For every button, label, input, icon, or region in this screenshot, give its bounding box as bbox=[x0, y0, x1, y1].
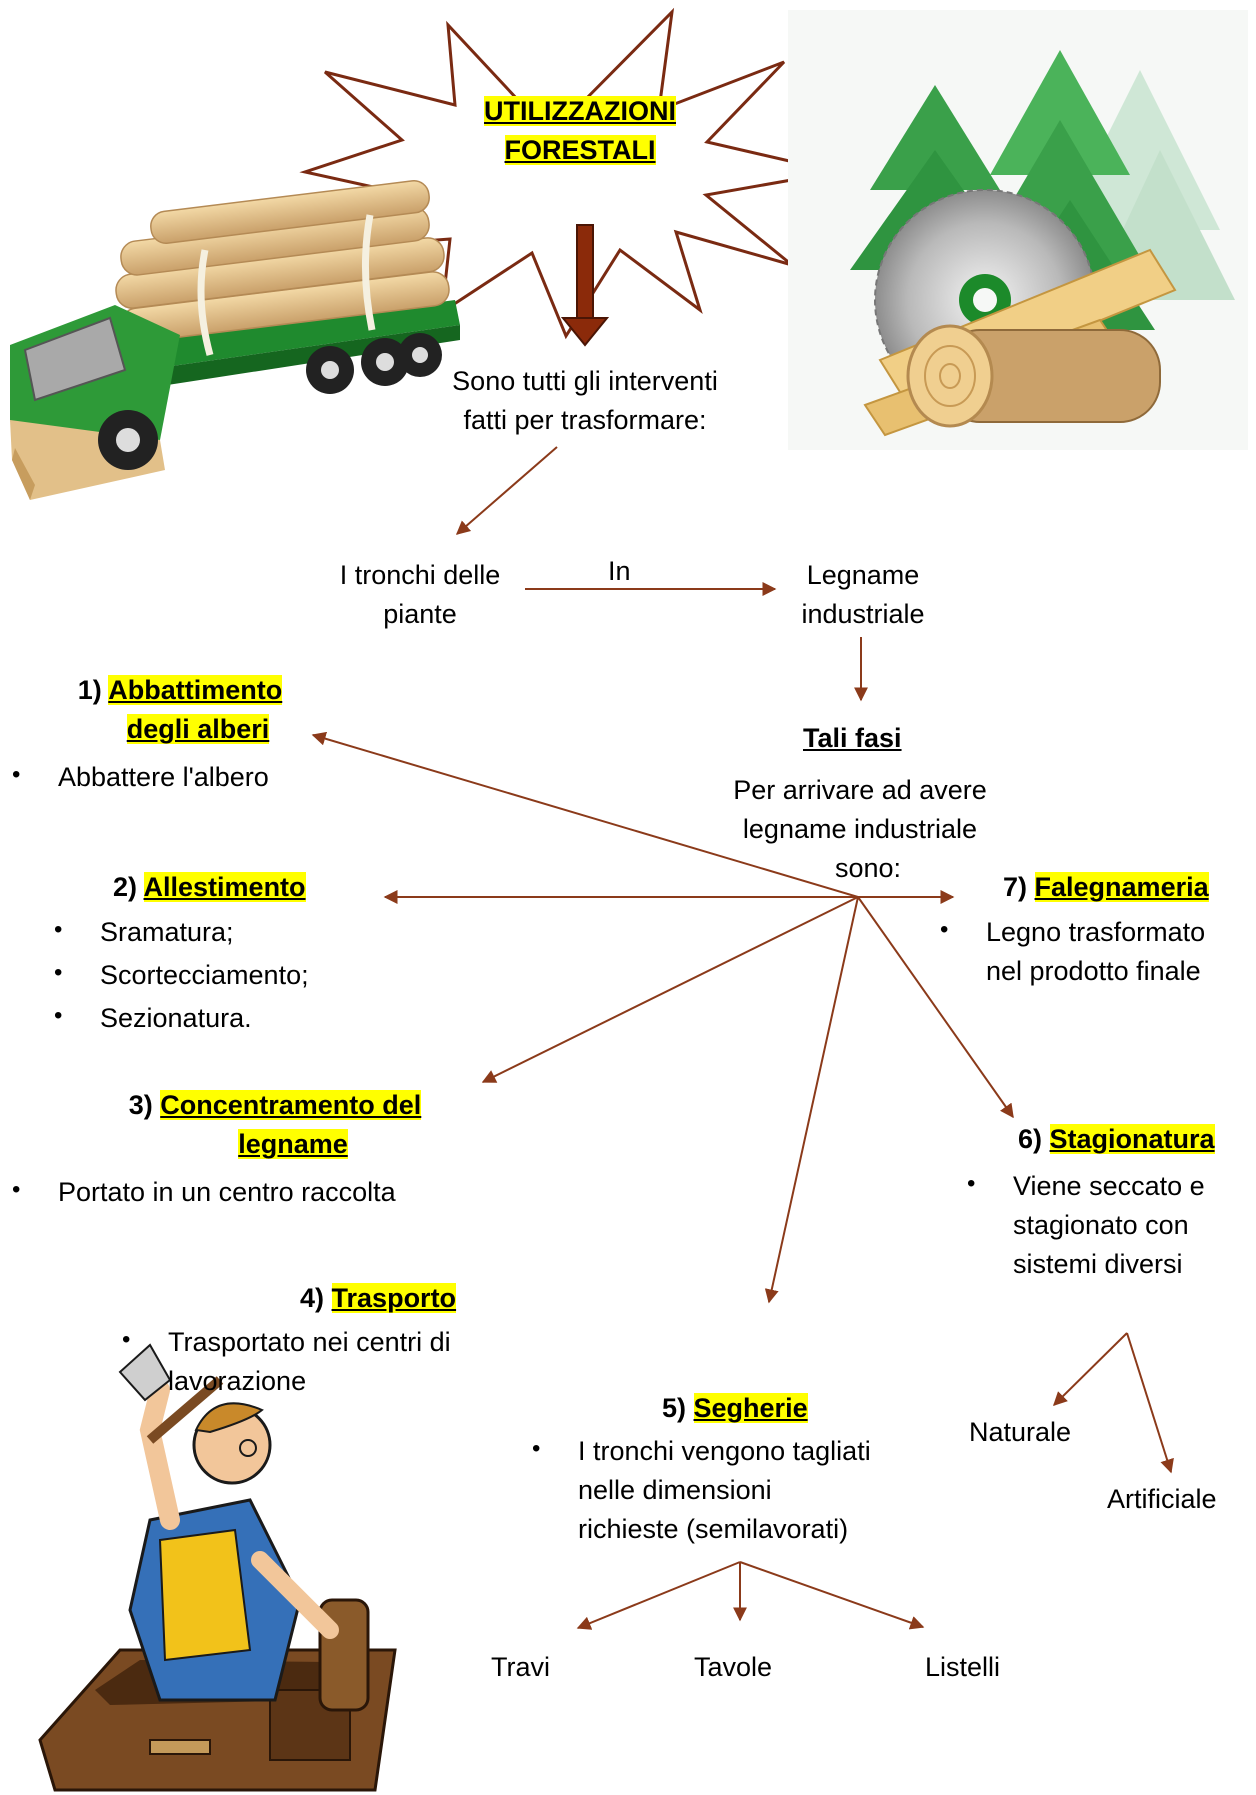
main-title: UTILIZZAZIONI FORESTALI bbox=[460, 92, 700, 170]
arrow-to-step6 bbox=[857, 896, 1014, 1119]
log-truck-illustration bbox=[10, 180, 460, 500]
step5-title: 5) Segherie bbox=[662, 1393, 808, 1423]
list-item: Legno trasformato nel prodotto finale bbox=[928, 913, 1256, 991]
title-starburst bbox=[299, 7, 838, 340]
step2-bullets: Sramatura; Scortecciamento; Sezionatura. bbox=[42, 913, 372, 1038]
diagram-arrows bbox=[311, 446, 1174, 1630]
step1-bullets: Abbattere l'albero bbox=[0, 758, 360, 797]
step2-title: 2) Allestimento bbox=[113, 872, 306, 902]
list-item: Portato in un centro raccolta bbox=[0, 1173, 470, 1212]
down-arrow bbox=[560, 224, 610, 347]
arrow-to-step5 bbox=[764, 896, 859, 1304]
list-item: I tronchi vengono tagliati nelle dimensi… bbox=[520, 1432, 940, 1549]
intro-text: Sono tutti gli interventi fatti per tras… bbox=[452, 366, 718, 436]
connector-label: In bbox=[608, 556, 631, 586]
phases-description: Per arrivare ad avere legname industrial… bbox=[733, 775, 987, 884]
step1-title: 1) Abbattimento degli alberi bbox=[77, 675, 283, 745]
step7-bullets: Legno trasformato nel prodotto finale bbox=[928, 913, 1256, 991]
title-line1: UTILIZZAZIONI bbox=[484, 96, 676, 126]
arrow-to-step3 bbox=[481, 896, 859, 1083]
list-item: Scortecciamento; bbox=[42, 956, 372, 995]
arrow-to-listelli bbox=[739, 1561, 925, 1630]
list-item: Sramatura; bbox=[42, 913, 372, 952]
arrow-to-travi bbox=[576, 1561, 741, 1630]
method-artificiale: Artificiale bbox=[1107, 1484, 1217, 1514]
from-text: I tronchi delle piante bbox=[339, 560, 501, 630]
title-line2: FORESTALI bbox=[504, 135, 656, 166]
arrow-intro-to-trunks bbox=[455, 446, 558, 535]
step7-title: 7) Falegnameria bbox=[1003, 872, 1209, 902]
product-tavole: Tavole bbox=[694, 1652, 773, 1682]
step3-title: 3) Concentramento del legname bbox=[128, 1090, 422, 1160]
product-listelli: Listelli bbox=[925, 1652, 1001, 1682]
product-travi: Travi bbox=[491, 1652, 550, 1682]
step4-bullets: Trasportato nei centri di lavorazione bbox=[110, 1323, 540, 1401]
list-item: Sezionatura. bbox=[42, 999, 372, 1038]
step6-bullets: Viene seccato e stagionato con sistemi d… bbox=[955, 1167, 1255, 1284]
step5-bullets: I tronchi vengono tagliati nelle dimensi… bbox=[520, 1432, 940, 1549]
trees-saw-logs-illustration bbox=[788, 10, 1248, 450]
list-item: Viene seccato e stagionato con sistemi d… bbox=[955, 1167, 1255, 1284]
step6-title: 6) Stagionatura bbox=[1018, 1124, 1215, 1154]
phases-title: Tali fasi bbox=[803, 723, 902, 753]
step4-title: 4) Trasporto bbox=[300, 1283, 457, 1313]
arrow-to-artificiale bbox=[1126, 1332, 1174, 1474]
arrow-to-naturale bbox=[1053, 1332, 1128, 1406]
carpenter-illustration bbox=[38, 1343, 397, 1792]
list-item: Abbattere l'albero bbox=[0, 758, 360, 797]
method-naturale: Naturale bbox=[969, 1417, 1072, 1447]
list-item: Trasportato nei centri di lavorazione bbox=[110, 1323, 540, 1401]
step3-bullets: Portato in un centro raccolta bbox=[0, 1173, 470, 1212]
to-text: Legname industriale bbox=[801, 560, 925, 630]
arrow-to-step1 bbox=[311, 731, 859, 898]
